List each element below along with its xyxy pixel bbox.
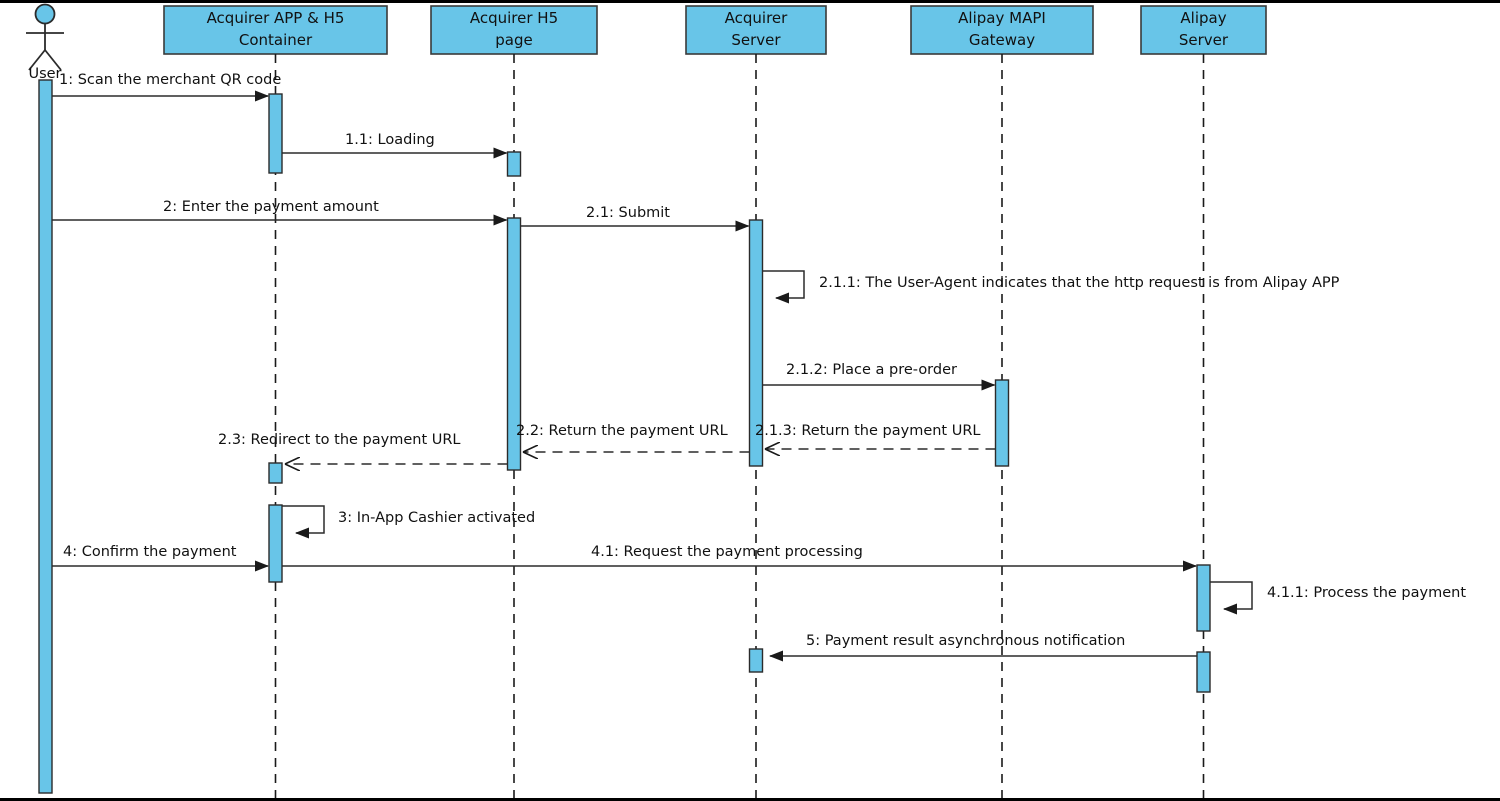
activation-mapi-gateway-1: [994, 379, 1010, 467]
message-2-2-label: 2.2: Return the payment URL: [516, 423, 728, 439]
message-2-1-1-label: 2.1.1: The User-Agent indicates that the…: [819, 275, 1340, 291]
message-2-1-2-label: 2.1.2: Place a pre-order: [786, 362, 957, 378]
lifeline-box-h5page[interactable]: [430, 5, 598, 55]
activation-acquirer-server-2: [748, 648, 764, 673]
message-2[interactable]: 2: Enter the payment amount: [52, 199, 508, 226]
message-4-1-1-line: [1210, 581, 1253, 615]
activation-container-1: [268, 93, 283, 174]
lifeline-label-acqserver-line1: Acquirer: [725, 9, 789, 27]
message-5[interactable]: 5: Payment result asynchronous notificat…: [769, 633, 1197, 662]
actor-leg-left-icon: [28, 49, 46, 71]
message-2-1-1[interactable]: 2.1.1: The User-Agent indicates that the…: [762, 270, 1340, 304]
activation-user: [38, 79, 53, 794]
message-4-1-label: 4.1: Request the payment processing: [591, 544, 863, 560]
message-2-1-3-label: 2.1.3: Return the payment URL: [755, 423, 981, 439]
message-4-1[interactable]: 4.1: Request the payment processing: [282, 544, 1197, 572]
actor-label: User: [28, 66, 61, 82]
message-2-3[interactable]: 2.3: Redirect to the payment URL: [218, 432, 508, 464]
message-2-1-label: 2.1: Submit: [586, 205, 670, 221]
lifeline-head-container[interactable]: Acquirer APP & H5 Container: [163, 5, 388, 55]
message-2-3-label: 2.3: Redirect to the payment URL: [218, 432, 461, 448]
message-2-1[interactable]: 2.1: Submit: [520, 205, 750, 232]
message-1[interactable]: 1: Scan the merchant QR code: [52, 72, 281, 102]
lifeline-label-alipay-line2: Server: [1179, 31, 1229, 49]
lifeline-label-mapi-line2: Gateway: [969, 31, 1035, 49]
activation-acquirer-server-1: [748, 219, 764, 467]
message-3-line: [282, 505, 325, 539]
actor-head-icon: [34, 3, 56, 25]
lifeline-label-mapi-line1: Alipay MAPI: [958, 9, 1046, 27]
top-edge-bar: [0, 0, 1500, 3]
lifeline-label-h5page-line1: Acquirer H5: [470, 9, 558, 27]
message-4[interactable]: 4: Confirm the payment: [52, 544, 269, 572]
activation-h5page-2: [506, 217, 522, 471]
message-2-2[interactable]: 2.2: Return the payment URL: [516, 423, 750, 452]
actor-user[interactable]: User: [26, 3, 64, 83]
message-1-label: 1: Scan the merchant QR code: [59, 72, 281, 88]
lifeline-label-acqserver-line2: Server: [731, 31, 781, 49]
lifeline-label-alipay-line1: Alipay: [1180, 9, 1226, 27]
lifeline-label-h5page-line2: page: [495, 31, 532, 49]
message-2-1-1-line: [762, 270, 805, 304]
message-2-label: 2: Enter the payment amount: [163, 199, 379, 215]
message-1-1[interactable]: 1.1: Loading: [282, 132, 508, 159]
lifeline-head-acquirer-server[interactable]: Acquirer Server: [685, 5, 827, 55]
message-3-label: 3: In-App Cashier activated: [338, 510, 535, 526]
lifeline-head-h5page[interactable]: Acquirer H5 page: [430, 5, 598, 55]
lifeline-label-container-line1: Acquirer APP & H5: [207, 9, 345, 27]
message-3[interactable]: 3: In-App Cashier activated: [282, 505, 535, 539]
message-2-1-2[interactable]: 2.1.2: Place a pre-order: [762, 362, 996, 391]
activation-container-2: [268, 462, 283, 484]
lifeline-box-mapi-gateway[interactable]: [910, 5, 1094, 55]
actor-leg-right-icon: [44, 49, 62, 71]
lifeline-head-alipay-server[interactable]: Alipay Server: [1140, 5, 1267, 55]
activation-alipay-server-1: [1196, 564, 1211, 632]
lifeline-box-container[interactable]: [163, 5, 388, 55]
activation-container-3: [268, 504, 283, 583]
bottom-edge-bar: [0, 798, 1500, 801]
message-4-1-1[interactable]: 4.1.1: Process the payment: [1210, 581, 1466, 615]
lifeline-box-alipay-server[interactable]: [1140, 5, 1267, 55]
lifeline-box-acquirer-server[interactable]: [685, 5, 827, 55]
activation-h5page-1: [506, 151, 522, 177]
message-1-1-label: 1.1: Loading: [345, 132, 435, 148]
message-2-1-3[interactable]: 2.1.3: Return the payment URL: [755, 423, 996, 449]
message-4-1-1-label: 4.1.1: Process the payment: [1267, 585, 1466, 601]
message-4-label: 4: Confirm the payment: [63, 544, 237, 560]
message-5-label: 5: Payment result asynchronous notificat…: [806, 633, 1125, 649]
lifeline-label-container-line2: Container: [239, 31, 313, 49]
activation-alipay-server-2: [1196, 651, 1211, 693]
lifeline-head-mapi-gateway[interactable]: Alipay MAPI Gateway: [910, 5, 1094, 55]
